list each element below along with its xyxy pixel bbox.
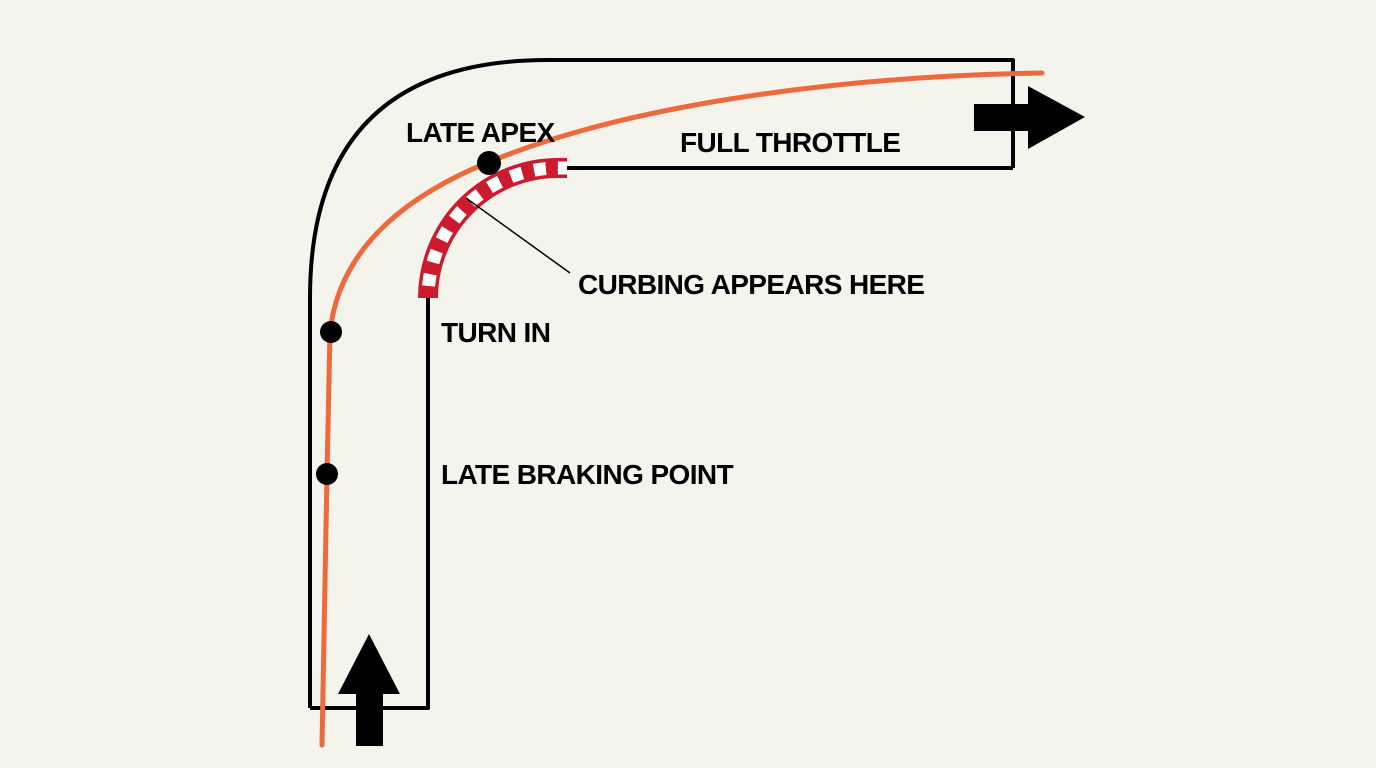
curbing-leader-line [465, 197, 571, 274]
track-inner-edge [310, 166, 1013, 710]
turn-in-marker [320, 321, 342, 343]
late-apex-marker [477, 151, 501, 175]
late-braking-point-marker [316, 463, 338, 485]
full-throttle-label: FULL THROTTLE [680, 127, 900, 158]
racing-line [319, 70, 1045, 748]
curbing-label: CURBING APPEARS HERE [578, 269, 924, 300]
late-braking-point-label: LATE BRAKING POINT [441, 459, 734, 490]
exit-arrow [974, 86, 1085, 149]
late-apex-label: LATE APEX [406, 117, 556, 148]
turn-in-label: TURN IN [441, 317, 550, 348]
track-outer-edge [308, 58, 1015, 708]
curbing [418, 158, 567, 299]
curbing-white-stripes [421, 161, 567, 299]
entry-arrow [338, 634, 400, 746]
